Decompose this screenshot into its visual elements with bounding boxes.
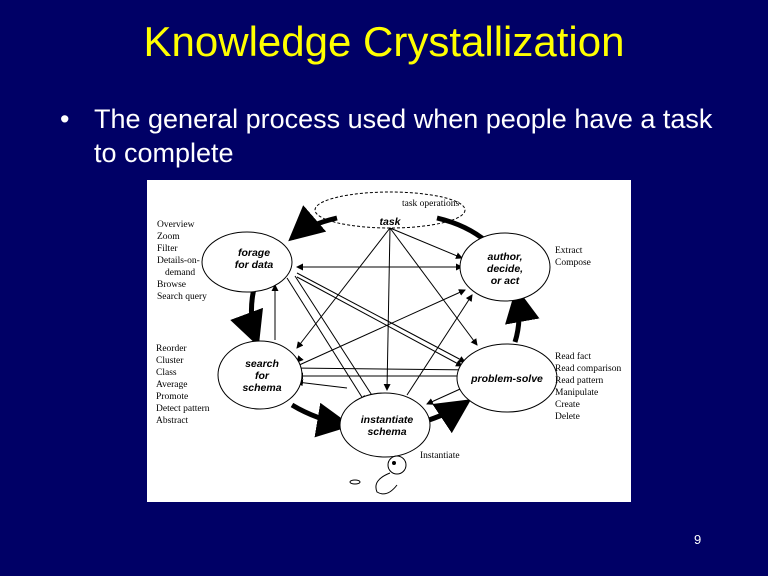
instantiate-operation: Instantiate [420, 451, 460, 461]
op-item: Abstract [156, 416, 189, 426]
op-item: Class [156, 368, 177, 378]
task-cloud [314, 191, 466, 229]
bullet-item: • The general process used when people h… [60, 102, 740, 170]
op-item: Browse [157, 280, 186, 290]
node-instantiate-line: instantiate [361, 414, 414, 426]
op-item: Promote [156, 392, 188, 402]
bullet-marker: • [60, 104, 70, 134]
op-item: Read fact [555, 351, 591, 362]
search-cloud [217, 340, 303, 410]
op-item: Details-on- [157, 256, 200, 266]
knowledge-crystallization-diagram: task operations task forage for data aut… [147, 180, 631, 502]
op-item: Overview [157, 220, 195, 230]
instantiate-cloud [339, 392, 431, 458]
node-author-line: or act [491, 275, 520, 287]
node-instantiate-line: schema [367, 426, 406, 438]
thinker-figure-icon [349, 455, 407, 495]
bullet-text: The general process used when people hav… [94, 104, 713, 168]
node-task: task [379, 216, 401, 228]
forage-cloud [201, 231, 293, 293]
page-number: 9 [694, 532, 702, 547]
op-item: Create [555, 400, 580, 410]
op-item: Average [156, 380, 187, 390]
node-author-line: decide, [487, 263, 523, 275]
node-forage-line: forage [238, 247, 270, 259]
node-problem-solve: problem-solve [470, 373, 543, 385]
problem-operations: Read fact Read comparison Read pattern M… [555, 351, 621, 422]
slide-title: Knowledge Crystallization [143, 18, 625, 65]
node-search-line: for [255, 370, 270, 382]
op-item: Reorder [156, 344, 187, 354]
op-item: demand [165, 268, 195, 278]
task-operations-label: task operations [402, 199, 460, 209]
op-item: Read pattern [555, 376, 604, 386]
op-item: Zoom [157, 232, 180, 242]
author-cloud [459, 232, 551, 302]
node-search-line: search [245, 358, 279, 370]
problem-cloud [456, 343, 558, 413]
op-item: Search query [157, 292, 207, 302]
node-forage-line: for data [235, 259, 274, 271]
op-item: Filter [157, 244, 178, 254]
forage-operations: Overview Zoom Filter Details-on- demand … [157, 220, 207, 302]
op-item: Cluster [156, 356, 184, 366]
author-operations: Extract Compose [555, 246, 591, 268]
op-item: Read comparison [555, 364, 621, 374]
op-item: Delete [555, 412, 580, 422]
op-item: Extract [555, 246, 583, 256]
op-item: Compose [555, 258, 591, 268]
search-operations: Reorder Cluster Class Average Promote De… [156, 344, 210, 426]
op-item: Manipulate [555, 388, 598, 398]
node-search-line: schema [242, 382, 281, 394]
connection-arrows [271, 227, 478, 405]
node-author-line: author, [487, 251, 522, 263]
op-item: Detect pattern [156, 404, 210, 414]
